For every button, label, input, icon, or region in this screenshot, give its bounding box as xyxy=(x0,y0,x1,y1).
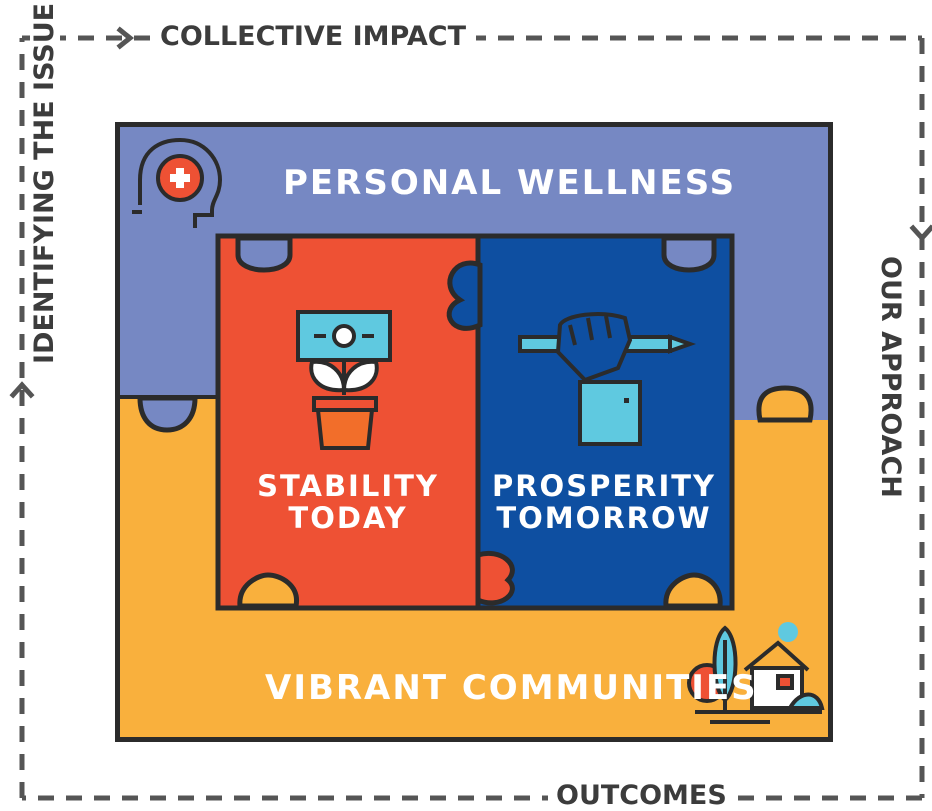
personal-wellness-title: PERSONAL WELLNESS xyxy=(283,163,737,203)
puzzle-knobs xyxy=(137,235,814,609)
money-plant-icon xyxy=(296,310,392,450)
hand-pencil-icon xyxy=(518,312,697,446)
vibrant-communities-title: VIBRANT COMMUNITIES xyxy=(265,668,758,708)
house-trees-icon xyxy=(687,622,825,724)
prosperity-line2: TOMORROW xyxy=(496,501,712,535)
stability-line1: STABILITY xyxy=(257,469,439,503)
stability-line2: TODAY xyxy=(288,501,408,535)
prosperity-tomorrow-title: PROSPERITY TOMORROW xyxy=(484,470,724,534)
head-health-icon xyxy=(132,137,223,228)
arrow-up-icon xyxy=(9,381,35,399)
prosperity-line1: PROSPERITY xyxy=(491,469,717,503)
arrow-right-icon xyxy=(116,26,135,50)
stability-today-title: STABILITY TODAY xyxy=(232,470,464,534)
flow-label-collective-impact: COLLECTIVE IMPACT xyxy=(150,22,476,52)
flow-label-outcomes: OUTCOMES xyxy=(548,781,735,811)
flow-label-identifying-the-issue: IDENTIFYING THE ISSUE xyxy=(29,0,60,372)
arrow-down-icon xyxy=(909,224,932,242)
flow-label-our-approach: OUR APPROACH xyxy=(875,248,906,506)
